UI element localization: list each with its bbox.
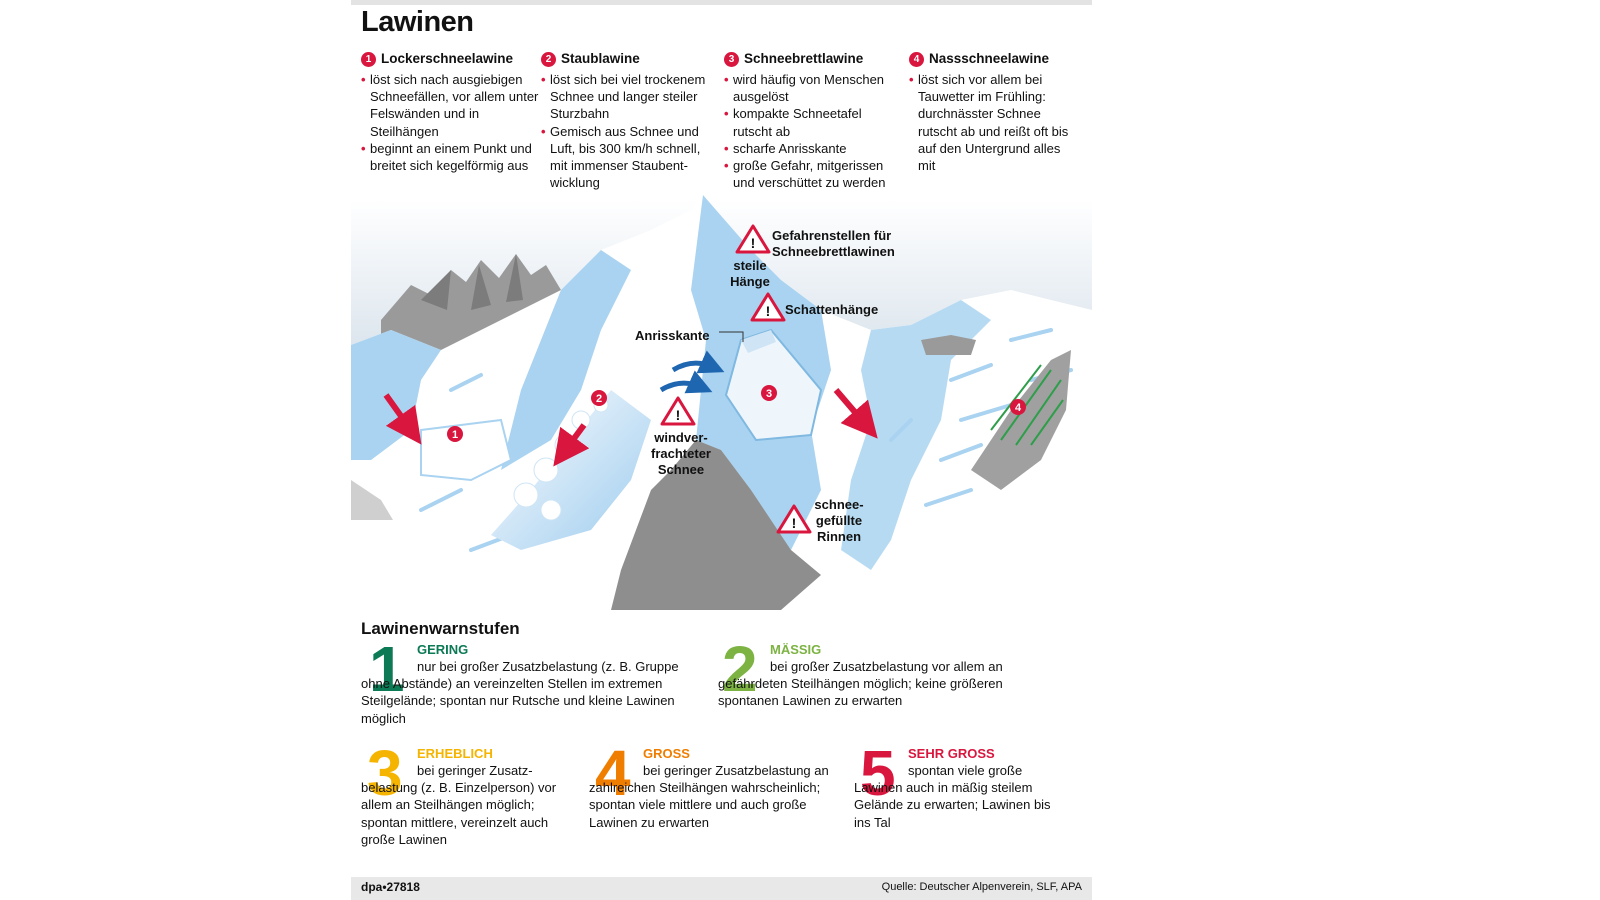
rock-outcrop <box>921 335 976 355</box>
type-lockerschnee: 1 Lockerschneelawine löst sich nach ausgi… <box>361 49 541 174</box>
warn-level-2: 2 MÄSSIG bei großer Zusatzbelastung vor … <box>718 637 1038 717</box>
type-nassschnee: 4 Nassschneelawine löst sich vor allem be… <box>909 49 1079 174</box>
type-bullet: scharfe Anrisskante <box>724 140 904 157</box>
rock-shade <box>421 254 523 310</box>
warn-level-3: 3 ERHEBLICH bei geringer Zusatz­belastun… <box>361 741 571 861</box>
type-bullet: löst sich vor allem bei Tauwetter im Frü… <box>909 71 1079 174</box>
warn-level-1: 1 GERING nur bei großer Zusatzbelastung … <box>361 637 701 737</box>
type-name: Schneebrettlawine <box>744 51 864 67</box>
svg-text:3: 3 <box>766 388 772 400</box>
valley-rock <box>611 440 821 610</box>
level-text: bei großer Zusatzbelastung vor allem an … <box>718 659 1003 709</box>
marker-3: 3 <box>761 385 777 401</box>
svg-text:1: 1 <box>452 429 458 441</box>
level-name: SEHR GROSS <box>908 746 995 761</box>
type-bullet: löst sich nach ausgiebigen Schneefällen,… <box>361 71 541 140</box>
marker-badge: 3 <box>724 51 739 67</box>
warn-level-4: 4 GROSS bei geringer Zusatzbelastung an … <box>589 741 834 841</box>
warning-icon: ! <box>776 504 812 534</box>
level-text: bei geringer Zusatzbelastung an zahlreic… <box>589 763 829 830</box>
ice-right <box>841 300 991 570</box>
level-number: 3 <box>367 737 403 809</box>
edge-leader <box>719 331 744 342</box>
footer: dpa•27818 Quelle: Deutscher Alpenverein,… <box>351 877 1092 900</box>
arrow-type-4 <box>833 388 878 439</box>
svg-text:!: ! <box>792 515 797 531</box>
mountain-illustration: ! ! ! ! 1 2 3 4 <box>351 195 1092 610</box>
level-text: bei geringer Zusatz­belastung (z. B. Ein… <box>361 763 557 847</box>
powder-cloud <box>491 390 651 550</box>
type-staub: 2 Staublawine löst sich bei viel trocke­n… <box>541 49 711 191</box>
type-name: Staublawine <box>561 51 640 67</box>
type-bullet: kompakte Schneetafel rutscht ab <box>724 105 904 139</box>
svg-text:2: 2 <box>596 393 602 405</box>
level-number: 2 <box>722 633 758 705</box>
top-rule <box>351 0 1092 5</box>
type-bullet: wird häufig von Menschen ausgelöst <box>724 71 904 105</box>
type-name: Lockerschneelawine <box>381 51 514 67</box>
wind-snow-label: windver­frachteter Schnee <box>651 430 711 477</box>
wet-snow-streaks <box>990 364 1064 446</box>
level-number: 5 <box>860 737 896 809</box>
loose-snow-fan <box>420 418 513 482</box>
warning-icon: ! <box>660 396 696 426</box>
slab-edge <box>741 330 776 353</box>
marker-badge: 2 <box>541 51 556 67</box>
marker-badge: 4 <box>909 51 924 67</box>
arrow-type-2 <box>553 423 590 467</box>
warn-levels-title: Lawinenwarnstufen <box>361 619 520 638</box>
svg-text:!: ! <box>751 235 756 251</box>
level-name: ERHEBLICH <box>417 746 493 761</box>
wind-arrow <box>671 350 725 374</box>
level-name: GERING <box>417 642 469 657</box>
warning-icon: ! <box>735 224 771 254</box>
warn-level-5: 5 SEHR GROSS spontan viele große Lawinen… <box>854 741 1064 841</box>
svg-text:4: 4 <box>1015 402 1022 414</box>
marker-1: 1 <box>447 426 463 442</box>
type-bullet: große Gefahr, mitgerissen und verschütte… <box>724 157 904 191</box>
ice-left <box>351 330 441 460</box>
danger-title-label: Gefahrenstellen für Schneebrettlawinen <box>772 228 895 259</box>
wind-arrow <box>659 370 713 394</box>
type-bullet: Gemisch aus Schnee und Luft, bis 300 km/… <box>541 123 711 192</box>
svg-text:!: ! <box>676 407 681 423</box>
page-title: Lawinen <box>361 6 474 38</box>
svg-text:!: ! <box>766 303 771 319</box>
ice-center-left <box>501 250 631 470</box>
rock-slope-right <box>971 350 1071 490</box>
arrow-type-1 <box>383 393 422 445</box>
type-name: Nassschneelawine <box>929 51 1050 67</box>
type-bullet: beginnt an einem Punkt und breitet sich … <box>361 140 541 174</box>
level-number: 1 <box>369 633 405 705</box>
warning-icon: ! <box>750 292 786 322</box>
infographic: Lawinen 1 Lockerschneelawine löst sich na… <box>351 0 1092 900</box>
level-name: MÄSSIG <box>770 642 822 657</box>
dpa-id: dpa•27818 <box>361 880 420 894</box>
steep-slopes-label: steile Hänge <box>730 258 770 289</box>
level-name: GROSS <box>643 746 690 761</box>
marker-badge: 1 <box>361 51 376 67</box>
shadow-slopes-label: Schattenhänge <box>785 302 879 317</box>
type-bullet: löst sich bei viel trocke­nem Schnee und… <box>541 71 711 123</box>
gullies-label: schnee­gefüllte Rinnen <box>814 497 864 544</box>
level-text: nur bei großer Zusatzbelastung (z. B. Gr… <box>361 659 679 726</box>
level-text: spontan viele große Lawinen auch in mäßi… <box>854 763 1051 830</box>
source-credit: Quelle: Deutscher Alpenverein, SLF, APA <box>881 881 1082 893</box>
marker-2: 2 <box>591 390 607 406</box>
edge-label: Anrisskante <box>635 328 710 343</box>
level-number: 4 <box>595 737 631 809</box>
marker-4: 4 <box>1010 399 1026 415</box>
type-schneebrett: 3 Schneebrettlawine wird häufig von Mensc… <box>724 49 904 191</box>
